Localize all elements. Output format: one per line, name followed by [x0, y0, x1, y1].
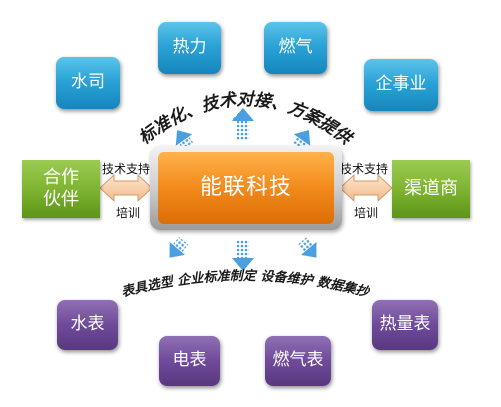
- node-reliangbiao: 热量表: [372, 300, 438, 350]
- bottom-arc-text: 表具选型 企业标准制定 设备维护 数据集抄: [120, 268, 373, 301]
- right-link-bottom-label: 培训: [354, 206, 379, 220]
- node-ranqi: 燃气: [264, 22, 327, 74]
- arrow-up-right: [292, 130, 311, 150]
- node-shuisi: 水司: [56, 57, 120, 109]
- arrow-down-left: [169, 236, 189, 258]
- node-center: 能联科技: [158, 152, 334, 224]
- node-partner: 合作 伙伴: [22, 160, 100, 218]
- node-channel: 渠道商: [392, 160, 470, 218]
- node-shuibiao: 水表: [57, 300, 118, 350]
- node-reli: 热力: [158, 22, 221, 74]
- arrow-up-center: [232, 108, 254, 140]
- node-dianbiao: 电表: [159, 336, 220, 386]
- right-link-top-label: 技术支持: [340, 162, 389, 176]
- left-link-bottom-label: 培训: [116, 206, 141, 220]
- left-link-top-label: 技术支持: [102, 162, 151, 176]
- node-qishiye: 企事业: [364, 59, 438, 111]
- node-ranqibiao: 燃气表: [265, 336, 331, 386]
- arrow-up-left: [175, 130, 194, 150]
- arrow-left-bidirectional: [99, 173, 153, 203]
- arrow-right-bidirectional: [339, 173, 393, 203]
- arrow-down-right: [297, 236, 317, 258]
- arrow-down-center: [232, 240, 254, 271]
